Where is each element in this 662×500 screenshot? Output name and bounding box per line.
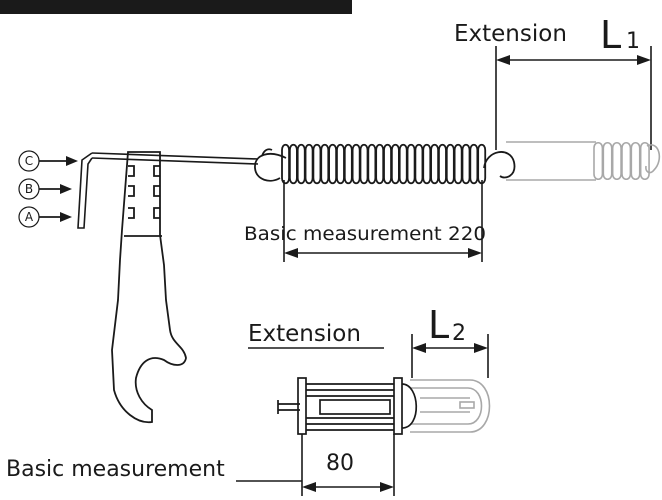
spring-coil [304, 143, 314, 185]
spring-coil [406, 143, 416, 185]
svg-text:2: 2 [452, 321, 466, 346]
svg-text:L: L [428, 303, 449, 347]
spring-coil [288, 143, 298, 185]
spring-coil [469, 143, 479, 185]
spring-coil [414, 143, 424, 185]
spring-coil [351, 143, 361, 185]
header-bar [0, 0, 352, 14]
extension-bottom-label: Extension [248, 321, 361, 347]
l1-label: L 1 [600, 13, 640, 57]
spring-coil [430, 143, 440, 185]
spring-coil [367, 143, 377, 185]
basic-measurement-top-label: Basic measurement 220 [244, 223, 486, 245]
spring-coil [343, 143, 353, 185]
spring-coil [320, 143, 330, 185]
basic-measurement-bottom-value: 80 [326, 451, 354, 476]
spring-coil [328, 143, 338, 185]
spring-coil [461, 143, 471, 185]
extended-spring-ghost [506, 141, 661, 181]
tool-rod [77, 152, 259, 229]
basic-measurement-bottom-label: Basic measurement [6, 457, 225, 482]
marker-b: B [18, 178, 72, 200]
marker-a: A [18, 206, 72, 228]
spring-coil [445, 143, 455, 185]
bottom-spring-assembly [277, 377, 418, 435]
spring-coil [390, 143, 400, 185]
spring-coil [602, 141, 613, 181]
l2-label: L 2 [428, 303, 466, 347]
svg-text:C: C [25, 154, 33, 168]
spring-coil [296, 143, 306, 185]
svg-text:1: 1 [626, 29, 640, 54]
spring-coil [375, 143, 385, 185]
spring-coil [336, 143, 345, 185]
spring-coil [438, 143, 447, 185]
spring-coil [422, 143, 432, 185]
marker-c: C [18, 150, 78, 172]
basic-measurement-bottom-dimension [301, 434, 395, 496]
spring-coil [312, 143, 322, 185]
spring-coil [593, 141, 604, 181]
l2-dimension [248, 334, 489, 378]
svg-text:A: A [25, 210, 34, 224]
spring-coil [621, 141, 632, 181]
l1-dimension [495, 46, 652, 150]
spring-hook-tool [111, 151, 187, 424]
svg-text:L: L [600, 13, 621, 57]
spring-coil [281, 143, 290, 185]
spring-coil [639, 141, 650, 181]
extension-top-label: Extension [454, 21, 567, 47]
spring-coil [398, 143, 408, 185]
bottom-spring-ghost [410, 379, 491, 433]
spring-coil [611, 141, 622, 181]
main-spring [254, 143, 516, 185]
spring-coil [477, 143, 487, 185]
basic-measurement-top-dimension [283, 180, 483, 262]
spring-coil [630, 141, 641, 181]
spring-coil [453, 143, 463, 185]
spring-coil [383, 143, 392, 185]
spring-coil [359, 143, 369, 185]
svg-text:B: B [25, 182, 33, 196]
